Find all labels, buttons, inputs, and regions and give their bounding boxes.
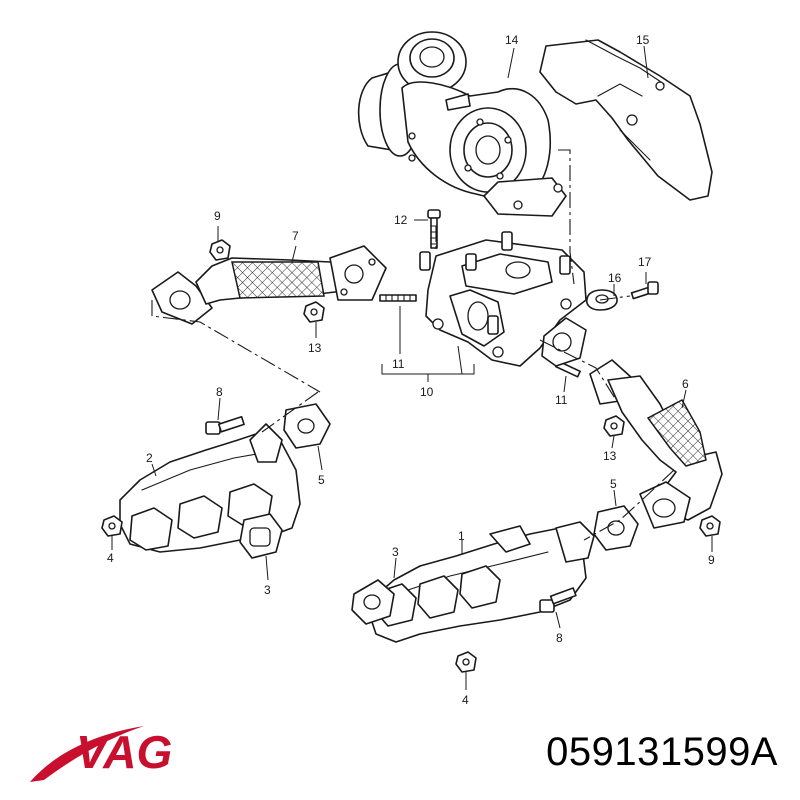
callout-1: 1 xyxy=(458,529,465,543)
callout-3-left: 3 xyxy=(264,583,271,597)
gasket-5-right xyxy=(593,505,639,551)
callout-8-right: 8 xyxy=(556,631,563,645)
callout-17: 17 xyxy=(638,255,652,269)
callout-7: 7 xyxy=(292,229,299,243)
logo-swoosh xyxy=(30,726,144,782)
callout-4-left: 4 xyxy=(107,551,114,565)
callout-16: 16 xyxy=(608,271,622,285)
callout-4-right: 4 xyxy=(462,693,469,707)
nut-9-left xyxy=(209,239,231,261)
nut-4-right xyxy=(455,651,477,673)
callout-3-right: 3 xyxy=(392,545,399,559)
gasket-3-right xyxy=(351,579,395,625)
leader-lines xyxy=(111,45,713,690)
callout-14: 14 xyxy=(505,33,519,47)
bolt-8-left xyxy=(205,415,245,435)
callouts: 14 15 9 7 12 13 11 10 16 17 11 6 13 8 5 … xyxy=(107,33,715,707)
callout-12: 12 xyxy=(394,213,408,227)
assembly-lines xyxy=(151,149,675,541)
heat-shield xyxy=(539,39,713,201)
egr-pipe-left xyxy=(151,245,387,325)
vag-logo: VAG xyxy=(30,726,172,782)
callout-10: 10 xyxy=(420,385,434,399)
bolt-12 xyxy=(427,209,441,249)
callout-13-right: 13 xyxy=(603,449,617,463)
callout-9-right: 9 xyxy=(708,553,715,567)
nut-13-right xyxy=(603,415,625,437)
nut-13-left xyxy=(303,301,325,323)
bolt-17 xyxy=(630,281,659,300)
nut-4-left xyxy=(101,515,123,537)
logo-text: VAG xyxy=(76,726,172,778)
callout-5-left: 5 xyxy=(318,473,325,487)
bolt-8-right xyxy=(539,587,577,613)
callout-8-left: 8 xyxy=(216,385,223,399)
callout-11-right: 11 xyxy=(555,393,568,407)
callout-6: 6 xyxy=(682,377,689,391)
callout-2: 2 xyxy=(146,451,153,465)
callout-9-left: 9 xyxy=(214,209,221,223)
turbocharger xyxy=(357,31,567,217)
callout-5-right: 5 xyxy=(610,477,617,491)
exhaust-manifold-right xyxy=(365,521,595,643)
callout-11-left: 11 xyxy=(392,357,405,371)
gasket-3-left xyxy=(239,513,283,559)
stud-11 xyxy=(379,294,581,378)
nut-9-right xyxy=(699,515,721,537)
part-number: 059131599A xyxy=(546,730,778,774)
callout-15: 15 xyxy=(636,33,650,47)
egr-pipe-right xyxy=(541,317,723,529)
gasket-5-left xyxy=(283,403,331,449)
callout-13-left: 13 xyxy=(308,341,322,355)
